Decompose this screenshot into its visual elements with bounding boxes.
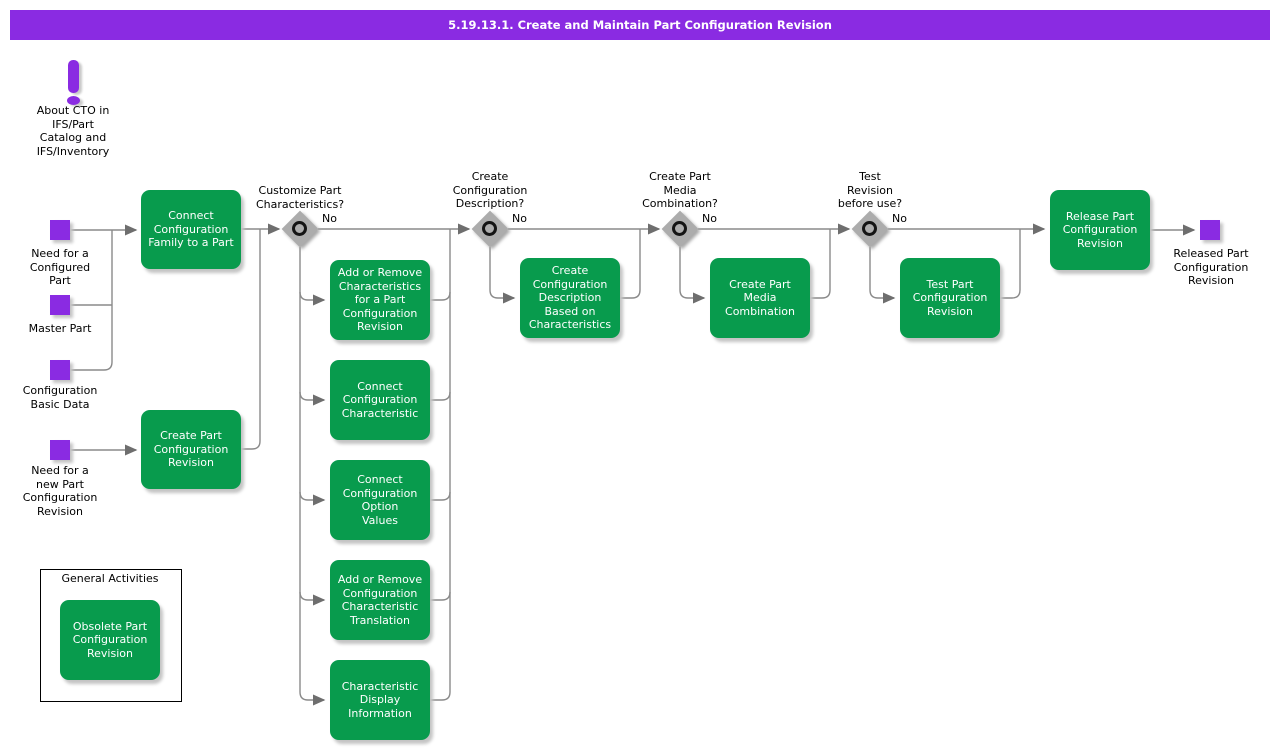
decision-gateway-icon [292, 221, 307, 236]
activity-create-part-configuration-revision[interactable]: Create Part Configuration Revision [141, 410, 241, 489]
decision-test-revision-label: Test Revision before use? [837, 170, 903, 210]
event-configuration-basic-data-label: Configuration Basic Data [22, 384, 98, 411]
event-configuration-basic-data [50, 360, 70, 380]
activity-test-part-configuration-revision[interactable]: Test Part Configuration Revision [900, 258, 1000, 338]
exclamation-icon[interactable] [68, 60, 79, 93]
activity-connect-configuration-option-values[interactable]: Connect Configuration Option Values [330, 460, 430, 540]
note-label: About CTO in IFS/Part Catalog and IFS/In… [36, 104, 110, 158]
event-need-configured-part [50, 220, 70, 240]
activity-add-remove-characteristic-translation[interactable]: Add or Remove Configuration Characterist… [330, 560, 430, 640]
event-need-new-revision-label: Need for a new Part Configuration Revisi… [22, 464, 98, 518]
decision-gateway-icon [482, 221, 497, 236]
activity-add-remove-characteristics[interactable]: Add or Remove Characteristics for a Part… [330, 260, 430, 340]
activity-obsolete-part-configuration-revision[interactable]: Obsolete Part Configuration Revision [60, 600, 160, 680]
decision-create-media-combination-label: Create Part Media Combination? [642, 170, 718, 210]
decision-customize-characteristics-label: Customize Part Characteristics? [255, 184, 345, 211]
decision-gateway-icon [672, 221, 687, 236]
title-bar: 5.19.13.1. Create and Maintain Part Conf… [10, 10, 1270, 40]
event-need-new-revision [50, 440, 70, 460]
page-title: 5.19.13.1. Create and Maintain Part Conf… [448, 18, 832, 32]
event-master-part-label: Master Part [28, 322, 92, 335]
activity-characteristic-display-information[interactable]: Characteristic Display Information [330, 660, 430, 740]
decision-create-description-label: Create Configuration Description? [452, 170, 528, 210]
activity-connect-configuration-family[interactable]: Connect Configuration Family to a Part [141, 190, 241, 269]
decision-create-description-no-label: No [512, 212, 527, 225]
event-released-revision-label: Released Part Configuration Revision [1173, 247, 1249, 287]
general-activities-title: General Activities [61, 572, 159, 585]
exclamation-icon-dot[interactable] [67, 96, 80, 105]
event-need-configured-part-label: Need for a Configured Part [29, 247, 91, 287]
event-master-part [50, 295, 70, 315]
activity-create-part-media-combination[interactable]: Create Part Media Combination [710, 258, 810, 338]
decision-customize-no-label: No [322, 212, 337, 225]
decision-gateway-icon [862, 221, 877, 236]
decision-create-media-no-label: No [702, 212, 717, 225]
activity-create-configuration-description[interactable]: Create Configuration Description Based o… [520, 258, 620, 338]
decision-test-revision-no-label: No [892, 212, 907, 225]
activity-release-part-configuration-revision[interactable]: Release Part Configuration Revision [1050, 190, 1150, 270]
activity-connect-configuration-characteristic[interactable]: Connect Configuration Characteristic [330, 360, 430, 440]
event-released-revision [1200, 220, 1220, 240]
